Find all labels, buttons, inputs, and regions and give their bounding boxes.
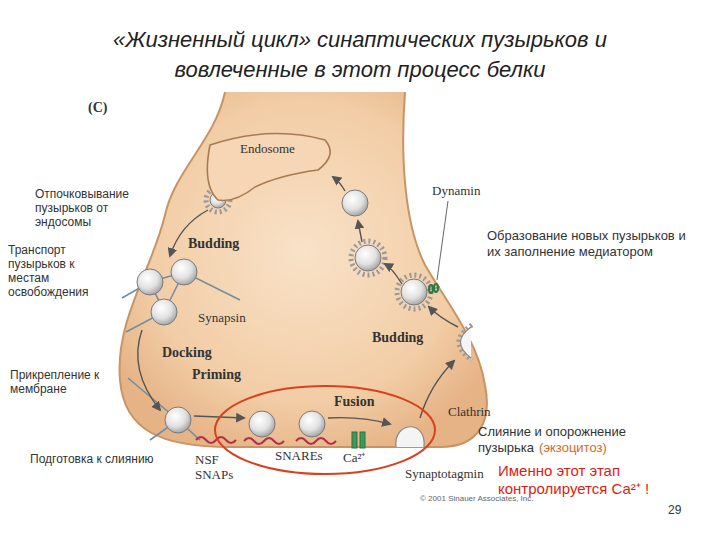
annotation-note: (экзоцитоз) bbox=[539, 440, 607, 456]
annotation: Прикрепление к мембране bbox=[10, 368, 105, 396]
calcium-channel bbox=[352, 432, 365, 448]
ion-label: Ca²⁺ bbox=[343, 450, 365, 465]
endosome-shape: Endosome bbox=[200, 125, 335, 205]
highlight-ellipse bbox=[215, 386, 435, 474]
clathrin-pit bbox=[459, 325, 472, 360]
protein-label: NSF bbox=[195, 452, 219, 467]
stage-label: Budding bbox=[372, 330, 423, 346]
terminal-fill bbox=[120, 92, 487, 447]
stage-label: Fusion bbox=[334, 394, 374, 410]
fusion-pore bbox=[396, 427, 424, 447]
panel-letter: (C) bbox=[88, 100, 107, 116]
dynamin-leader bbox=[437, 201, 448, 280]
emphasis-note: Именно этот этап контролируется Ca²⁺ ! bbox=[498, 462, 698, 498]
node-label: Endosome bbox=[240, 141, 295, 156]
annotation: Образование новых пузырьков и их заполне… bbox=[487, 228, 702, 260]
protein-label: Synaptotagmin bbox=[405, 466, 484, 481]
annotation: Транспорт пузырьков к местам освобождени… bbox=[8, 243, 108, 299]
dynamin-rings bbox=[427, 284, 440, 293]
annotation: Отпочковывание пузырьков от эндосомы bbox=[35, 187, 150, 229]
slide-title: «Жизненный цикл» синаптических пузырьков… bbox=[60, 25, 660, 85]
copyright: © 2001 Sinauer Associates, Inc. bbox=[420, 494, 534, 504]
protein-label: Synapsin bbox=[198, 310, 246, 325]
protein-label: Dynamin bbox=[432, 183, 480, 198]
protein-label: SNAPs bbox=[195, 467, 233, 482]
vesicles bbox=[137, 188, 431, 437]
endosome-outline bbox=[200, 125, 335, 205]
stage-label: Docking bbox=[162, 345, 212, 361]
protein-label: Clathrin bbox=[448, 404, 491, 419]
annotation: Подготовка к слиянию bbox=[30, 452, 154, 466]
pit-membrane bbox=[461, 327, 472, 358]
endosome-membrane bbox=[207, 134, 330, 201]
page-number: 29 bbox=[668, 503, 681, 517]
protein-label: SNAREs bbox=[275, 448, 323, 463]
terminal-membrane bbox=[120, 92, 487, 447]
stage-label: Priming bbox=[192, 367, 241, 383]
stage-label: Budding bbox=[188, 236, 239, 252]
